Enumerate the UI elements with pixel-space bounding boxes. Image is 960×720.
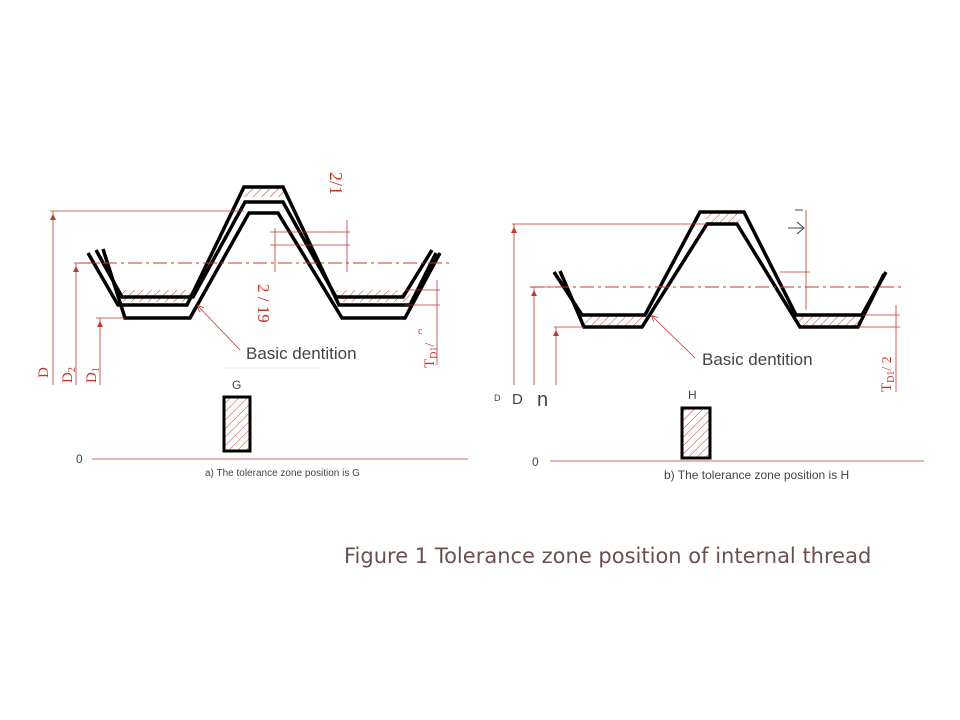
label-d1-a: D1	[84, 367, 102, 383]
label-n-b: n	[537, 389, 548, 411]
basic-dentition-label-a: Basic dentition	[246, 344, 357, 363]
arrow-d2-b	[531, 290, 537, 296]
label-half-s-a: 2/1	[326, 172, 346, 195]
label-c-a: c	[418, 326, 423, 337]
crest-band-a	[240, 187, 287, 197]
svg-text:TD1/: TD1/	[422, 343, 440, 368]
thread-profile-outer-b	[552, 210, 888, 317]
label-d-small-b: D	[494, 393, 501, 403]
label-d2-a: D2	[60, 367, 78, 383]
tolerance-zone-h	[680, 406, 712, 460]
caption-a: a) The tolerance zone position is G	[205, 468, 360, 479]
root-band-right-b	[796, 315, 862, 327]
zone-letter-h: H	[688, 388, 697, 402]
svg-text:D1: D1	[84, 367, 102, 383]
diagram-a: 2/1 2 / 19 c TD1/ D D2 D1 Basic dentitio…	[36, 172, 468, 479]
svg-text:TD1/ 2: TD1/ 2	[879, 356, 897, 392]
tolerance-zone-g	[222, 395, 252, 453]
zero-label-b: 0	[532, 455, 539, 469]
arrow-d-a	[50, 214, 56, 220]
arrow-d2-a	[73, 266, 79, 272]
crest-band-b	[702, 212, 744, 224]
svg-text:D2: D2	[60, 367, 78, 383]
figure-title: Figure 1 Tolerance zone position of inte…	[344, 544, 871, 568]
arrow-d1-a	[97, 321, 103, 327]
thread-profile-inner-b	[558, 222, 886, 329]
root-band-left-b	[582, 315, 645, 327]
leader-basic-dentition-a	[198, 306, 241, 351]
arrow-d-b	[511, 227, 517, 233]
thread-profile-mid-a	[94, 200, 434, 299]
label-d-b: D	[512, 391, 523, 408]
caption-b: b) The tolerance zone position is H	[664, 468, 849, 482]
label-d-a: D	[36, 367, 52, 378]
arrow-mark-b	[788, 221, 805, 235]
leader-basic-dentition-b	[652, 316, 696, 359]
label-td1-b: TD1/ 2	[879, 356, 897, 392]
arrow-d1-b	[553, 330, 559, 336]
label-half-b-a: 2 / 19	[254, 284, 273, 323]
zero-label-a: 0	[76, 452, 83, 466]
basic-dentition-label-b: Basic dentition	[702, 350, 813, 369]
label-td1-a: TD1/	[422, 343, 440, 368]
zone-letter-g: G	[232, 378, 241, 392]
diagram-b: TD1/ 2 D D n Basic dentition 0 H b) The …	[494, 209, 924, 482]
thread-profile-outer-a	[86, 185, 438, 307]
thread-profile-inner-a	[101, 211, 442, 320]
